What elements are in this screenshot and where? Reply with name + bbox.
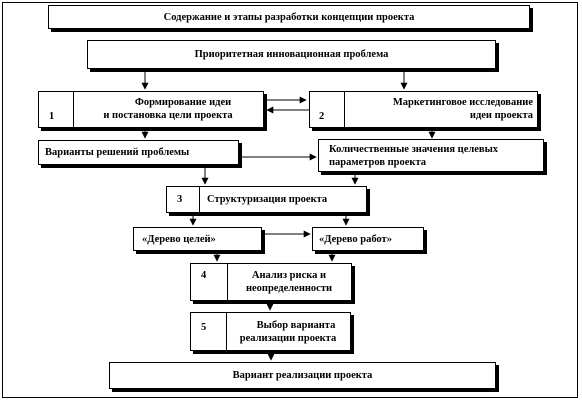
- work-tree-box: «Дерево работ»: [312, 227, 424, 251]
- structuring-text: Структуризация проекта: [207, 194, 328, 205]
- priority-problem-text: Приоритетная инновационная проблема: [194, 49, 389, 60]
- risk-number-cell: 4: [191, 264, 228, 300]
- structuring-number-cell: 3: [167, 187, 200, 212]
- idea-line2: и постановка цели проекта: [103, 110, 233, 121]
- quantitative-line1: Количественные значения целевых: [329, 144, 499, 155]
- solution-variants-box: Варианты решений проблемы: [38, 140, 239, 165]
- idea-line1: Формирование идеи: [134, 97, 232, 108]
- structuring-number: 3: [177, 194, 183, 205]
- goal-tree-text: «Дерево целей»: [142, 233, 216, 245]
- risk-number: 4: [201, 270, 207, 281]
- risk-line2: неопределенности: [245, 283, 333, 294]
- marketing-research-box: 2 Маркетинговое исследование идеи проект…: [309, 91, 538, 128]
- quantitative-values-box: Количественные значения целевых параметр…: [318, 139, 544, 172]
- idea-number-cell: 1: [39, 92, 74, 127]
- diagram-frame: [2, 2, 578, 398]
- marketing-number-cell: 2: [310, 92, 345, 127]
- goal-tree-box: «Дерево целей»: [133, 227, 262, 251]
- risk-line1: Анализ риска и: [251, 270, 327, 281]
- choice-number: 5: [201, 322, 207, 333]
- idea-formation-box: 1 Формирование идеи и постановка цели пр…: [38, 91, 264, 128]
- choice-line1: Выбор варианта: [256, 320, 336, 331]
- marketing-number: 2: [319, 111, 325, 122]
- implementation-variant-box: Вариант реализации проекта: [109, 362, 496, 389]
- marketing-line2: идеи проекта: [469, 110, 533, 121]
- priority-problem-box: Приоритетная инновационная проблема: [87, 40, 496, 69]
- solution-variants-text: Варианты решений проблемы: [45, 147, 190, 158]
- work-tree-text: «Дерево работ»: [319, 233, 392, 245]
- structuring-box: 3 Структуризация проекта: [166, 186, 367, 213]
- choice-line2: реализации проекта: [239, 333, 337, 344]
- choice-number-cell: 5: [191, 313, 227, 350]
- risk-analysis-box: 4 Анализ риска и неопределенности: [190, 263, 352, 301]
- idea-number: 1: [49, 111, 55, 122]
- title-text: Содержание и этапы разработки концепции …: [163, 11, 415, 23]
- variant-choice-box: 5 Выбор варианта реализации проекта: [190, 312, 351, 351]
- implementation-variant-text: Вариант реализации проекта: [232, 370, 373, 381]
- marketing-line1: Маркетинговое исследование: [392, 97, 533, 108]
- quantitative-line2: параметров проекта: [329, 157, 426, 168]
- title-box: Содержание и этапы разработки концепции …: [48, 5, 530, 29]
